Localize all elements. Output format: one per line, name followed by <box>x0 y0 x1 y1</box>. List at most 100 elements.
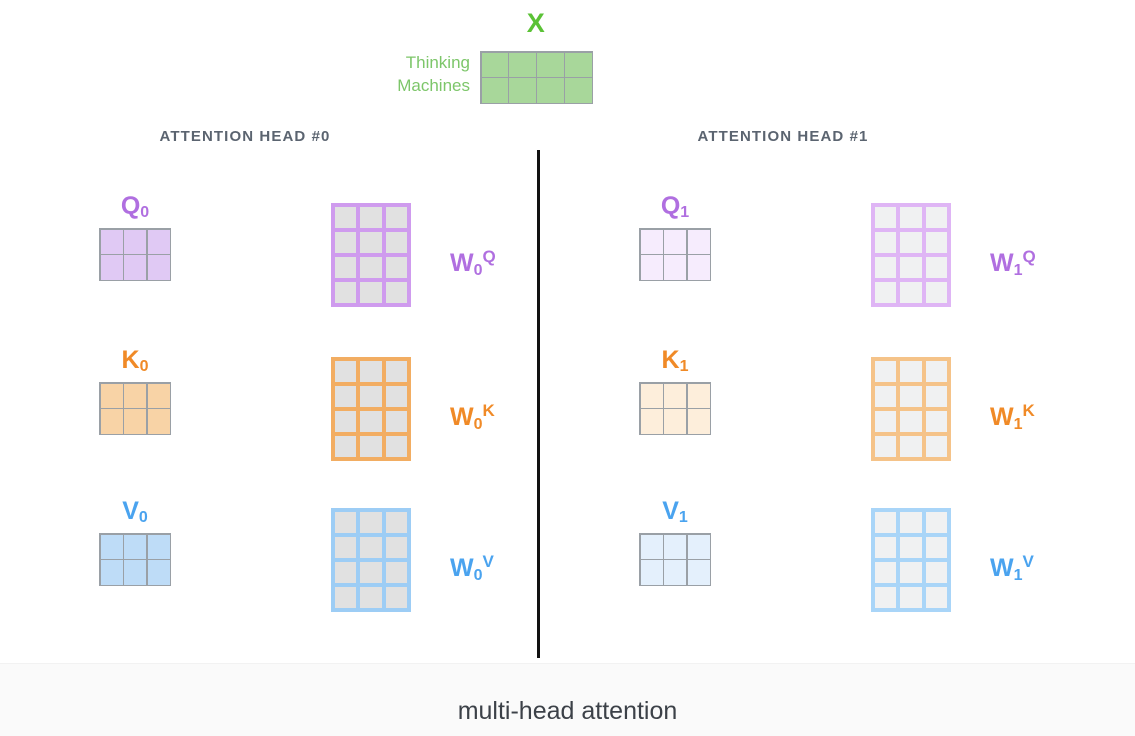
weight-matrix-cell <box>875 411 897 432</box>
head-divider <box>537 150 540 658</box>
weight-matrix-cell <box>335 232 357 253</box>
key-label-head-0: K0 <box>121 346 149 375</box>
input-matrix-cell <box>481 52 508 77</box>
weight-matrix-cell <box>360 207 382 228</box>
weight-matrix-cell <box>335 207 357 228</box>
input-matrix-cell <box>481 78 508 103</box>
weight-matrix-cell <box>385 232 407 253</box>
weight-matrix-cell <box>900 257 922 278</box>
weight-key-label-head-0: W0K <box>450 401 495 433</box>
value-label-head-1: V1 <box>662 497 688 526</box>
weight-matrix-cell <box>925 411 947 432</box>
value-matrix-head-0 <box>99 533 171 586</box>
key-matrix-cell <box>124 383 146 408</box>
weight-query-matrix-head-1 <box>871 203 951 307</box>
query-matrix-cell <box>147 255 170 280</box>
key-matrix-head-0 <box>99 382 171 435</box>
weight-matrix-cell <box>900 562 922 583</box>
weight-matrix-cell <box>360 562 382 583</box>
weight-matrix-cell <box>925 282 947 303</box>
query-matrix-cell <box>687 229 710 254</box>
weight-matrix-cell <box>875 282 897 303</box>
weight-matrix-cell <box>875 386 897 407</box>
input-matrix-cell <box>565 52 592 77</box>
weight-matrix-cell <box>925 562 947 583</box>
weight-matrix-cell <box>925 361 947 382</box>
value-matrix-cell <box>640 534 663 559</box>
weight-matrix-cell <box>385 361 407 382</box>
query-matrix-cell <box>100 229 123 254</box>
weight-matrix-cell <box>335 436 357 457</box>
weight-matrix-cell <box>900 587 922 608</box>
weight-matrix-cell <box>335 282 357 303</box>
weight-matrix-cell <box>360 587 382 608</box>
query-matrix-head-1 <box>639 228 711 281</box>
weight-matrix-cell <box>925 436 947 457</box>
query-matrix-cell <box>147 229 170 254</box>
key-matrix-cell <box>687 409 710 434</box>
weight-key-matrix-head-0 <box>331 357 411 461</box>
input-matrix-cell <box>537 78 564 103</box>
weight-matrix-cell <box>925 232 947 253</box>
input-matrix-cell <box>509 78 536 103</box>
weight-matrix-cell <box>385 562 407 583</box>
weight-key-label-head-1: W1K <box>990 401 1035 433</box>
weight-matrix-cell <box>360 537 382 558</box>
key-matrix-cell <box>687 383 710 408</box>
weight-matrix-cell <box>335 257 357 278</box>
value-matrix-cell <box>100 560 123 585</box>
weight-matrix-cell <box>335 361 357 382</box>
weight-matrix-cell <box>875 512 897 533</box>
weight-query-label-head-1: W1Q <box>990 247 1036 279</box>
weight-matrix-cell <box>360 386 382 407</box>
value-matrix-cell <box>664 560 686 585</box>
query-label-head-1: Q1 <box>660 192 690 221</box>
weight-key-matrix-head-1 <box>871 357 951 461</box>
weight-matrix-cell <box>875 562 897 583</box>
query-matrix-cell <box>640 229 663 254</box>
key-matrix-cell <box>147 409 170 434</box>
weight-matrix-cell <box>360 411 382 432</box>
weight-matrix-cell <box>385 207 407 228</box>
weight-matrix-cell <box>360 361 382 382</box>
weight-matrix-cell <box>900 361 922 382</box>
weight-matrix-cell <box>900 386 922 407</box>
weight-value-matrix-head-1 <box>871 508 951 612</box>
weight-matrix-cell <box>385 587 407 608</box>
value-matrix-cell <box>100 534 123 559</box>
weight-matrix-cell <box>875 232 897 253</box>
key-matrix-cell <box>147 383 170 408</box>
weight-matrix-cell <box>385 257 407 278</box>
query-matrix-cell <box>124 229 146 254</box>
weight-matrix-cell <box>335 537 357 558</box>
input-matrix-label: X <box>526 8 546 38</box>
weight-matrix-cell <box>385 512 407 533</box>
weight-matrix-cell <box>925 207 947 228</box>
query-matrix-cell <box>664 255 686 280</box>
weight-query-label-head-0: W0Q <box>450 247 496 279</box>
key-matrix-cell <box>640 383 663 408</box>
weight-matrix-cell <box>900 282 922 303</box>
weight-matrix-cell <box>360 436 382 457</box>
input-token-label-0: Thinking <box>405 53 470 72</box>
attention-head-1-title: ATTENTION HEAD #1 <box>697 128 869 145</box>
weight-matrix-cell <box>335 386 357 407</box>
key-label-head-1: K1 <box>661 346 689 375</box>
weight-matrix-cell <box>385 386 407 407</box>
weight-matrix-cell <box>335 512 357 533</box>
value-matrix-cell <box>147 560 170 585</box>
value-matrix-cell <box>687 560 710 585</box>
key-matrix-head-1 <box>639 382 711 435</box>
query-matrix-head-0 <box>99 228 171 281</box>
weight-matrix-cell <box>925 386 947 407</box>
weight-matrix-cell <box>385 537 407 558</box>
weight-matrix-cell <box>900 512 922 533</box>
weight-value-matrix-head-0 <box>331 508 411 612</box>
key-matrix-cell <box>640 409 663 434</box>
weight-matrix-cell <box>900 411 922 432</box>
weight-matrix-cell <box>925 257 947 278</box>
weight-matrix-cell <box>335 411 357 432</box>
weight-matrix-cell <box>875 537 897 558</box>
weight-matrix-cell <box>900 232 922 253</box>
